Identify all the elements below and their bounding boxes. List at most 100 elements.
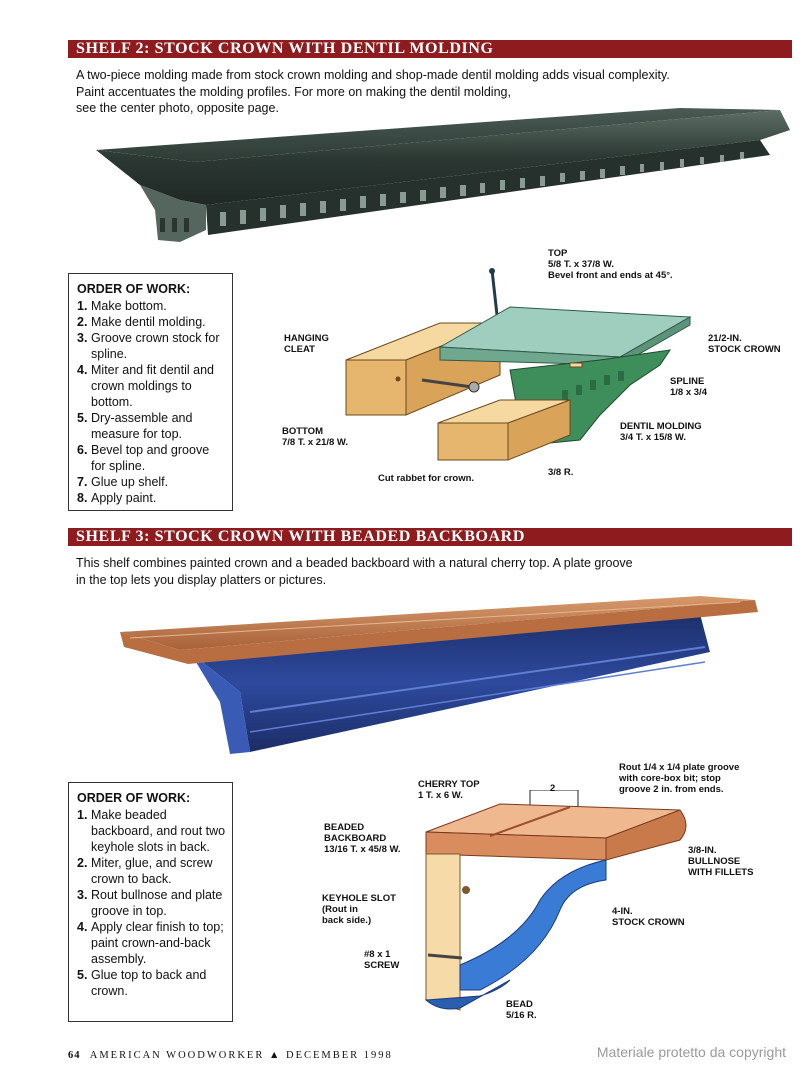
stock-crown-label: 4-IN. STOCK CROWN bbox=[612, 906, 685, 928]
list-item: 1.Make beaded backboard, and rout two ke… bbox=[77, 807, 226, 855]
step-number: 4. bbox=[77, 920, 88, 934]
label-line: 4-IN. bbox=[612, 906, 633, 917]
label-line: 5/16 R. bbox=[506, 1010, 537, 1021]
dentil-molding-label: DENTIL MOLDING 3/4 T. x 15/8 W. bbox=[620, 421, 702, 443]
list-item: 2.Miter, glue, and screw crown to back. bbox=[77, 855, 226, 887]
step-number: 5. bbox=[77, 411, 88, 425]
label-line: with core-box bit; stop bbox=[619, 773, 721, 784]
label-line: CLEAT bbox=[284, 344, 315, 355]
label-line: BULLNOSE bbox=[688, 856, 741, 867]
step-text: Glue up shelf. bbox=[91, 475, 169, 489]
step-text: Apply paint. bbox=[91, 491, 157, 505]
shelf3-photo bbox=[120, 596, 758, 754]
label-line: TOP bbox=[548, 248, 568, 259]
step-number: 6. bbox=[77, 443, 88, 457]
label-line: STOCK CROWN bbox=[708, 344, 781, 355]
bottom-label: BOTTOM 7/8 T. x 21/8 W. bbox=[282, 426, 348, 448]
step-text: Dry-assemble and measure for top. bbox=[91, 411, 193, 441]
shelf2-title-banner: SHELF 2: STOCK CROWN WITH DENTIL MOLDING bbox=[68, 40, 792, 58]
plate-groove-label: Rout 1/4 x 1/4 plate groove with core-bo… bbox=[619, 762, 739, 795]
order-heading: ORDER OF WORK: bbox=[77, 791, 191, 805]
order-heading: ORDER OF WORK: bbox=[77, 282, 191, 296]
shelf2-photo bbox=[96, 108, 790, 242]
bead-label: BEAD 5/16 R. bbox=[506, 999, 537, 1021]
label-line: 1 T. x 6 W. bbox=[418, 790, 463, 801]
page-number: 64 bbox=[68, 1050, 81, 1061]
dentil-blocks bbox=[220, 152, 744, 226]
shelf2-intro-line: A two-piece molding made from stock crow… bbox=[76, 68, 670, 82]
step-number: 5. bbox=[77, 968, 88, 982]
label-line: groove 2 in. from ends. bbox=[619, 784, 724, 795]
label-line: KEYHOLE SLOT bbox=[322, 893, 396, 904]
list-item: 6.Bevel top and groove for spline. bbox=[77, 442, 226, 474]
magazine-name: AMERICAN WOODWORKER bbox=[89, 1050, 265, 1061]
label-line: BACKBOARD bbox=[324, 833, 387, 844]
list-item: 5.Glue top to back and crown. bbox=[77, 967, 226, 999]
label-line: 1/8 x 3/4 bbox=[670, 387, 707, 398]
list-item: 4.Apply clear finish to top; paint crown… bbox=[77, 919, 226, 967]
label-line: STOCK CROWN bbox=[612, 917, 685, 928]
stock-crown-label: 21/2-IN. STOCK CROWN bbox=[708, 333, 781, 355]
shelf2-exploded-diagram bbox=[345, 268, 692, 461]
shelf2-intro-line: Paint accentuates the molding profiles. … bbox=[76, 84, 511, 99]
shelf3-intro-line: This shelf combines painted crown and a … bbox=[76, 556, 633, 570]
label-line: 21/2-IN. bbox=[708, 333, 742, 344]
shelf3-title-banner: SHELF 3: STOCK CROWN WITH BEADED BACKBOA… bbox=[68, 528, 792, 546]
label-line: CHERRY TOP bbox=[418, 779, 480, 790]
bullnose-label: 3/8-IN. BULLNOSE WITH FILLETS bbox=[688, 845, 753, 878]
step-number: 3. bbox=[77, 331, 88, 345]
shelf3-intro: This shelf combines painted crown and a … bbox=[76, 555, 716, 588]
label-line: WITH FILLETS bbox=[688, 867, 754, 878]
step-number: 3. bbox=[77, 888, 88, 902]
label-line: Rout 1/4 x 1/4 plate groove bbox=[619, 762, 740, 773]
step-text: Bevel top and groove for spline. bbox=[91, 443, 210, 473]
copyright-watermark: Materiale protetto da copyright bbox=[596, 1044, 786, 1060]
keyhole-slot-label: KEYHOLE SLOT (Rout in back side.) bbox=[322, 893, 396, 926]
label-line: 3/8-IN. bbox=[688, 845, 717, 856]
step-text: Glue top to back and crown. bbox=[91, 968, 207, 998]
label-line: 3/4 T. x 15/8 W. bbox=[620, 432, 687, 443]
spline-label: SPLINE 1/8 x 3/4 bbox=[670, 376, 707, 398]
step-number: 2. bbox=[77, 315, 88, 329]
dimension-label: 2 bbox=[550, 783, 556, 794]
rabbet-label: Cut rabbet for crown. bbox=[378, 473, 475, 484]
list-item: 1.Make bottom. bbox=[77, 298, 226, 314]
label-line: back side.) bbox=[322, 915, 372, 926]
step-text: Miter, glue, and screw crown to back. bbox=[91, 856, 213, 886]
step-text: Make beaded backboard, and rout two keyh… bbox=[91, 808, 226, 854]
step-number: 1. bbox=[77, 808, 88, 822]
step-text: Groove crown stock for spline. bbox=[91, 331, 220, 361]
beaded-backboard-label: BEADED BACKBOARD 13/16 T. x 45/8 W. bbox=[324, 822, 401, 855]
steps-list: 1.Make bottom. 2.Make dentil molding. 3.… bbox=[77, 298, 226, 506]
label-line: BEAD bbox=[506, 999, 533, 1010]
label-line: (Rout in bbox=[322, 904, 358, 915]
label-line: 7/8 T. x 21/8 W. bbox=[282, 437, 349, 448]
shelf3-diagram bbox=[424, 790, 687, 1011]
list-item: 7.Glue up shelf. bbox=[77, 474, 226, 490]
list-item: 3.Groove crown stock for spline. bbox=[77, 330, 226, 362]
step-number: 1. bbox=[77, 299, 88, 313]
label-line: #8 x 1 bbox=[364, 949, 391, 960]
hanging-cleat-label: HANGING CLEAT bbox=[284, 333, 329, 355]
shelf3-order-of-work: ORDER OF WORK: 1.Make beaded backboard, … bbox=[68, 782, 233, 1022]
shelf2-intro-line: see the center photo, opposite page. bbox=[76, 101, 279, 115]
radius-label: 3/8 R. bbox=[548, 467, 574, 478]
label-line: SPLINE bbox=[670, 376, 705, 387]
list-item: 2.Make dentil molding. bbox=[77, 314, 226, 330]
step-number: 4. bbox=[77, 363, 88, 377]
screw-label: #8 x 1 SCREW bbox=[364, 949, 399, 971]
page-footer: 64 AMERICAN WOODWORKER ▲ DECEMBER 1998 bbox=[68, 1050, 393, 1061]
label-line: 5/8 T. x 37/8 W. bbox=[548, 259, 615, 270]
step-text: Miter and fit dentil and crown moldings … bbox=[91, 363, 214, 409]
step-text: Make dentil molding. bbox=[91, 315, 206, 329]
list-item: 4.Miter and fit dentil and crown molding… bbox=[77, 362, 226, 410]
step-number: 2. bbox=[77, 856, 88, 870]
label-line: BOTTOM bbox=[282, 426, 323, 437]
cherry-top-label: CHERRY TOP 1 T. x 6 W. bbox=[418, 779, 480, 801]
step-text: Apply clear finish to top; paint crown-a… bbox=[91, 920, 224, 966]
step-text: Rout bullnose and plate groove in top. bbox=[91, 888, 223, 918]
top-label: TOP 5/8 T. x 37/8 W. Bevel front and end… bbox=[548, 248, 673, 281]
label-line: HANGING bbox=[284, 333, 329, 344]
issue-date: DECEMBER 1998 bbox=[286, 1050, 393, 1061]
list-item: 3.Rout bullnose and plate groove in top. bbox=[77, 887, 226, 919]
